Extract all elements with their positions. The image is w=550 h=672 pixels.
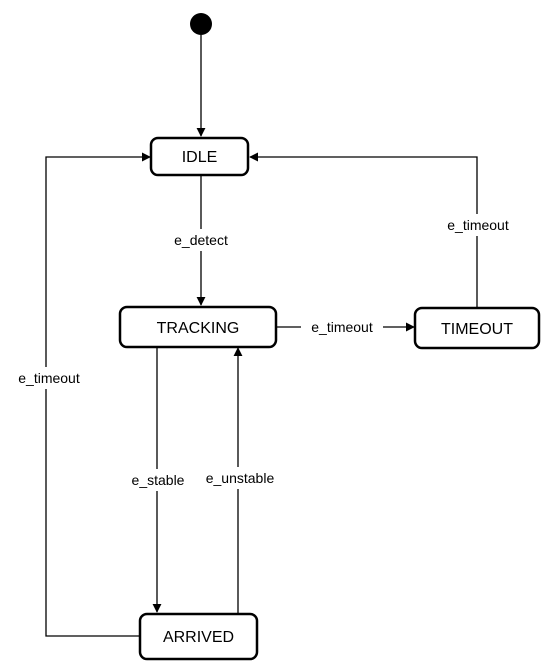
initial-state-dot xyxy=(190,13,212,35)
edge-label-text: e_stable xyxy=(132,472,185,488)
edge-label-e-detect: e_detect xyxy=(162,229,240,251)
state-label: TIMEOUT xyxy=(441,321,513,338)
edge-label-arrived-idle: e_timeout xyxy=(8,367,90,389)
state-label: IDLE xyxy=(182,149,218,166)
edge-label-text: e_detect xyxy=(174,232,228,248)
edge-label-tracking-timeout: e_timeout xyxy=(301,316,383,338)
edge-label-timeout-idle: e_timeout xyxy=(437,214,519,236)
state-tracking: TRACKING xyxy=(118,305,278,349)
state-timeout: TIMEOUT xyxy=(413,306,541,350)
edge-timeout-to-idle xyxy=(249,152,478,308)
edge-label-e-unstable: e_unstable xyxy=(196,467,284,489)
edge-label-text: e_timeout xyxy=(18,370,80,386)
state-arrived: ARRIVED xyxy=(138,612,259,661)
edge-label-e-stable: e_stable xyxy=(123,469,193,491)
edge-label-text: e_timeout xyxy=(311,319,373,335)
edge-label-text: e_unstable xyxy=(206,470,275,486)
edge-label-text: e_timeout xyxy=(447,217,509,233)
state-label: ARRIVED xyxy=(163,629,234,646)
edge-arrived-to-idle xyxy=(45,152,151,637)
state-label: TRACKING xyxy=(157,320,240,337)
state-idle: IDLE xyxy=(149,136,250,177)
